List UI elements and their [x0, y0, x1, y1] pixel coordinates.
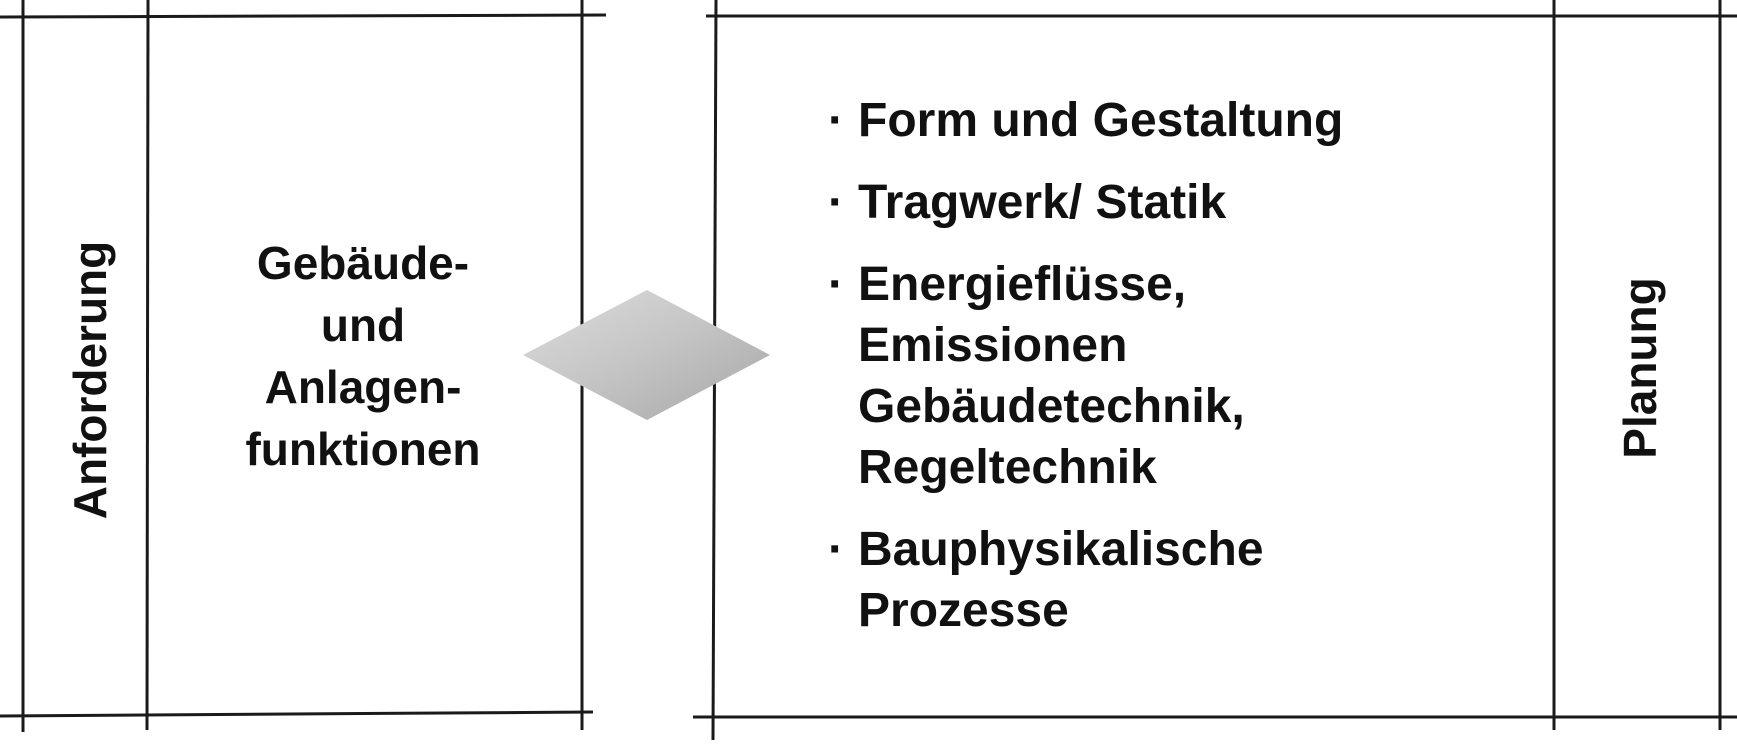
bullet-item: Bauphysikalische Prozesse [828, 519, 1343, 641]
left-panel-content: Gebäude- und Anlagen- funktionen [148, 232, 578, 480]
bullet-line: Form und Gestaltung [858, 94, 1344, 147]
right-side-label: Planung [1614, 277, 1666, 459]
bullet-line: Tragwerk/ Statik [858, 176, 1227, 229]
bullet-item: Tragwerk/ Statik [828, 172, 1343, 233]
left-panel-divider-line [145, 0, 150, 731]
content-line: und [320, 299, 406, 351]
bullet-item: Form und Gestaltung [828, 90, 1344, 151]
bullet-line: Emissionen [858, 319, 1128, 372]
bullet-line: Prozesse [858, 584, 1069, 637]
bullet-line: Gebäudetechnik, [858, 380, 1245, 433]
left-panel-bottom-line [0, 710, 594, 718]
content-line: Anlagen- [264, 361, 462, 413]
bullet-line: Bauphysikalische [858, 523, 1264, 576]
left-panel-top-line [0, 13, 607, 19]
left-side-label: Anforderung [64, 240, 116, 520]
bullet-line: Regeltechnik [858, 441, 1157, 494]
planning-bullet-list: Form und Gestaltung Tragwerk/ Statik Ene… [828, 90, 1344, 662]
content-line: Gebäude- [256, 237, 470, 289]
bullet-line: Energieflüsse, [858, 258, 1187, 311]
connector-diamond [523, 290, 770, 420]
bullet-item: Energieflüsse, Emissionen Gebäudetechnik… [828, 254, 1343, 498]
content-line: funktionen [245, 423, 481, 475]
